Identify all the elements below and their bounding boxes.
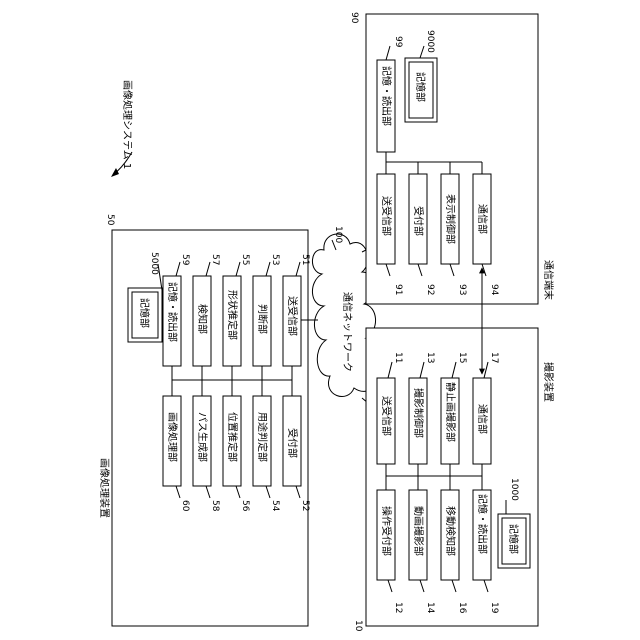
svg-text:16: 16 — [457, 602, 467, 614]
imaging-storage-label: 記憶部 — [507, 524, 520, 554]
network-label: 通信ネットワーク — [341, 292, 353, 372]
system-arrowhead — [111, 168, 119, 177]
svg-text:52: 52 — [300, 500, 310, 511]
svg-text:60: 60 — [180, 500, 190, 512]
network-ref: 100 — [333, 226, 343, 243]
svg-text:判断部: 判断部 — [256, 304, 269, 334]
svg-text:記憶・読出部: 記憶・読出部 — [380, 66, 393, 126]
imaging-title: 撮影装置 — [542, 362, 555, 402]
ipd-storage-label: 記憶部 — [138, 298, 151, 328]
svg-text:用途判定部: 用途判定部 — [256, 412, 269, 462]
svg-text:受付部: 受付部 — [412, 206, 425, 236]
svg-text:94: 94 — [489, 284, 499, 296]
system-title: 画像処理システム 1 — [121, 80, 134, 169]
svg-text:56: 56 — [240, 500, 250, 512]
svg-text:移動検知部: 移動検知部 — [444, 506, 457, 556]
ipd-ref: 50 — [105, 214, 115, 226]
ipd-title: 画像処理装置 — [98, 458, 111, 518]
svg-text:93: 93 — [457, 284, 467, 295]
svg-text:12: 12 — [393, 602, 403, 613]
svg-text:静止画撮影部: 静止画撮影部 — [444, 382, 457, 442]
svg-text:画像処理部: 画像処理部 — [166, 412, 179, 462]
terminal-storage-label: 記憶部 — [414, 72, 427, 102]
svg-text:19: 19 — [489, 602, 499, 614]
svg-text:検知部: 検知部 — [196, 304, 209, 334]
svg-text:記憶・読出部: 記憶・読出部 — [166, 282, 179, 342]
svg-text:11: 11 — [393, 352, 403, 363]
svg-text:54: 54 — [270, 500, 280, 512]
imaging-ref: 10 — [353, 620, 363, 632]
svg-text:51: 51 — [300, 254, 310, 265]
terminal-title: 通信端末 — [542, 260, 555, 300]
svg-text:57: 57 — [210, 254, 220, 265]
svg-text:送受信部: 送受信部 — [286, 296, 299, 336]
terminal-storage-ref: 9000 — [425, 30, 435, 53]
svg-text:13: 13 — [425, 352, 435, 363]
svg-text:59: 59 — [180, 254, 190, 266]
svg-text:92: 92 — [425, 284, 435, 295]
svg-text:表示制御部: 表示制御部 — [444, 194, 457, 244]
svg-text:14: 14 — [425, 602, 435, 614]
svg-text:通信部: 通信部 — [476, 204, 489, 234]
svg-text:通信部: 通信部 — [476, 404, 489, 434]
svg-text:受付部: 受付部 — [286, 428, 299, 458]
svg-text:操作受付部: 操作受付部 — [380, 506, 393, 556]
terminal-ref: 90 — [349, 12, 359, 24]
svg-text:91: 91 — [393, 284, 403, 295]
svg-text:動画撮影部: 動画撮影部 — [412, 506, 425, 556]
svg-text:99: 99 — [393, 36, 403, 48]
svg-text:58: 58 — [210, 500, 220, 512]
svg-text:形状推定部: 形状推定部 — [226, 290, 239, 340]
imaging-storage-ref: 1000 — [509, 478, 519, 501]
svg-text:撮影制御部: 撮影制御部 — [412, 388, 425, 438]
svg-text:位置推定部: 位置推定部 — [226, 412, 239, 462]
svg-text:送受信部: 送受信部 — [380, 396, 393, 436]
svg-text:15: 15 — [457, 352, 467, 363]
svg-text:17: 17 — [489, 352, 499, 363]
svg-text:パス生成部: パス生成部 — [196, 412, 209, 462]
svg-text:記憶・読出部: 記憶・読出部 — [476, 494, 489, 554]
svg-text:53: 53 — [270, 254, 280, 265]
svg-text:送受信部: 送受信部 — [380, 196, 393, 236]
ipd-storage-ref: 5000 — [149, 252, 159, 275]
svg-text:55: 55 — [240, 254, 250, 265]
